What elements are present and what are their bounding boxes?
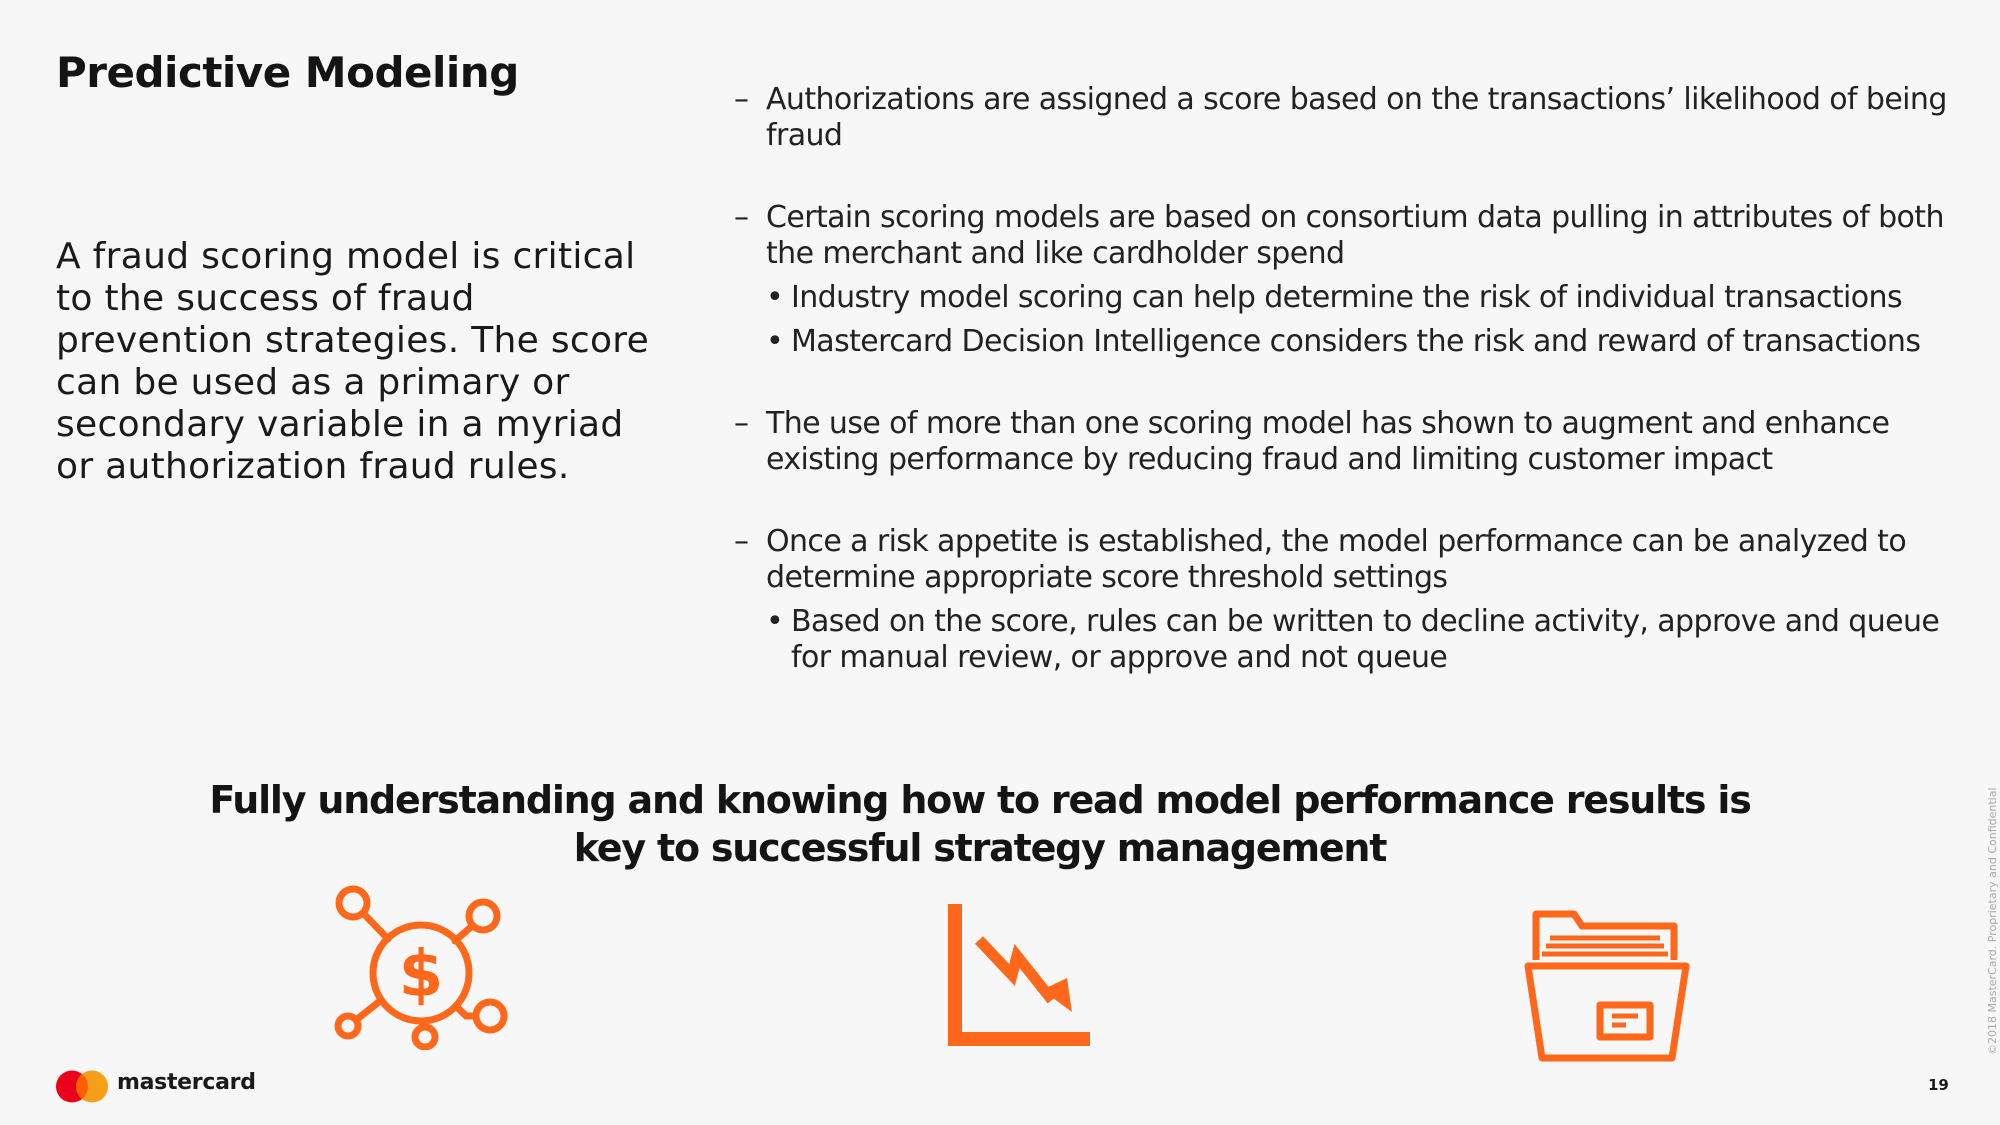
bullet-item: – Certain scoring models are based on co… [734, 200, 1964, 360]
sub-bullet-text: Mastercard Decision Intelligence conside… [791, 324, 1921, 359]
bullet-item: – The use of more than one scoring model… [734, 406, 1964, 478]
svg-text:$: $ [399, 938, 444, 1012]
sub-bullet-text: Based on the score, rules can be written… [791, 604, 1940, 675]
open-folder-icon [1522, 904, 1692, 1064]
sub-bullet-item: • Industry model scoring can help determ… [766, 280, 1964, 316]
declining-chart-icon-graphic [948, 904, 1090, 1046]
dot-marker: • [766, 604, 784, 639]
dollar-network-icon: $ [328, 880, 518, 1050]
page-number: 19 [1928, 1076, 1949, 1094]
dash-marker: – [734, 406, 749, 441]
callout-statement: Fully understanding and knowing how to r… [209, 778, 1751, 870]
bullet-item: – Authorizations are assigned a score ba… [734, 82, 1964, 154]
mastercard-logo [56, 1070, 108, 1103]
dot-marker: • [766, 280, 784, 315]
lead-paragraph: A fraud scoring model is critical to the… [56, 236, 650, 487]
sub-bullet-item: • Based on the score, rules can be writt… [766, 604, 1964, 676]
bullet-list: – Authorizations are assigned a score ba… [734, 82, 1964, 676]
dash-marker: – [734, 82, 749, 117]
dash-marker: – [734, 524, 749, 559]
dot-marker: • [766, 324, 784, 359]
copyright-notice: ©2018 MasterCard. Proprietary and Confid… [1986, 787, 1999, 1055]
brand-wordmark: mastercard [117, 1070, 256, 1095]
bullet-text: Once a risk appetite is established, the… [766, 524, 1907, 595]
open-folder-icon-graphic [1524, 910, 1690, 1062]
bullet-text: The use of more than one scoring model h… [766, 406, 1890, 477]
slide-title: Predictive Modeling [56, 48, 519, 97]
mastercard-logo-graphic [56, 1070, 108, 1103]
dollar-network-icon-graphic: $ [334, 885, 508, 1050]
sub-bullet-text: Industry model scoring can help determin… [791, 280, 1903, 315]
dash-marker: – [734, 200, 749, 235]
bullet-text: Certain scoring models are based on cons… [766, 200, 1944, 271]
declining-chart-icon [944, 900, 1094, 1050]
bullet-item: – Once a risk appetite is established, t… [734, 524, 1964, 676]
sub-bullet-item: • Mastercard Decision Intelligence consi… [766, 324, 1964, 360]
bullet-text: Authorizations are assigned a score base… [766, 82, 1947, 153]
